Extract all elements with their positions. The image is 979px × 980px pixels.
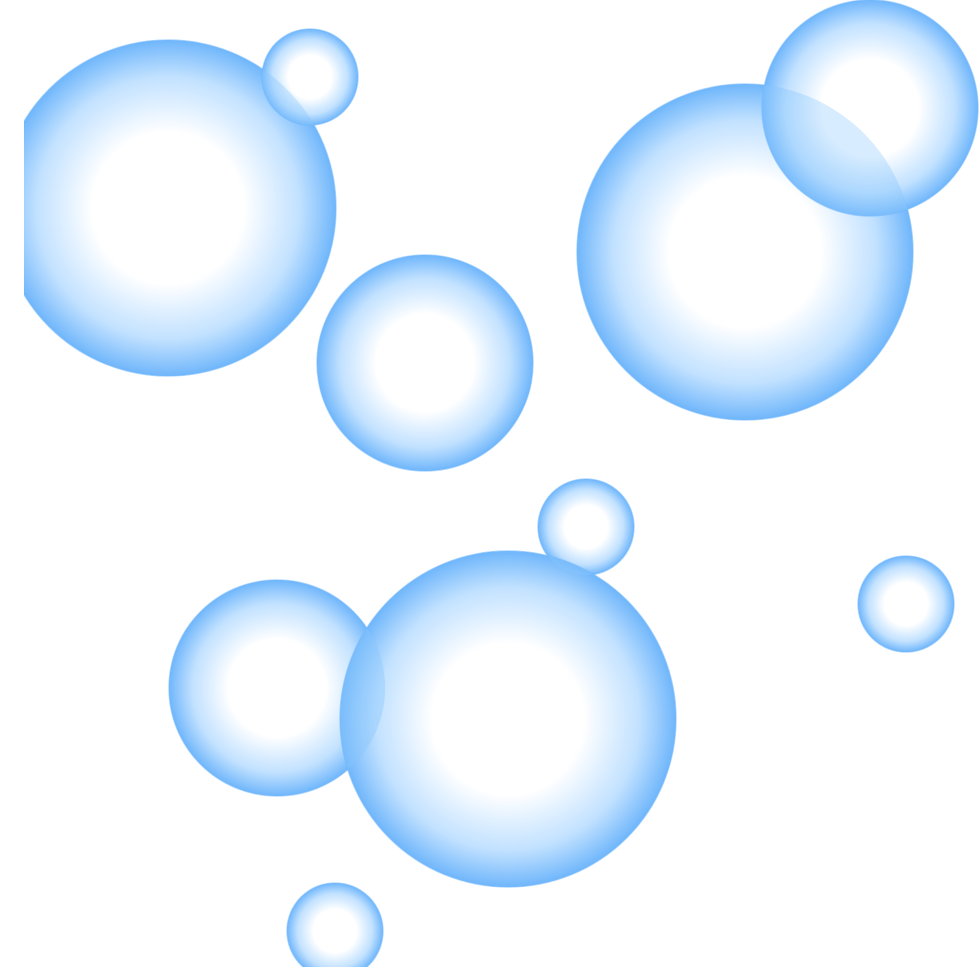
bubble-small-right [857,555,955,653]
bubble-small-top [261,28,359,126]
bubble-medium-top-right [761,0,979,217]
bubble-medium-center-left [316,254,534,472]
bubble-large-top-left [24,39,337,377]
bubble-small-bottom [286,882,384,967]
bubble-large-bottom [339,550,677,888]
